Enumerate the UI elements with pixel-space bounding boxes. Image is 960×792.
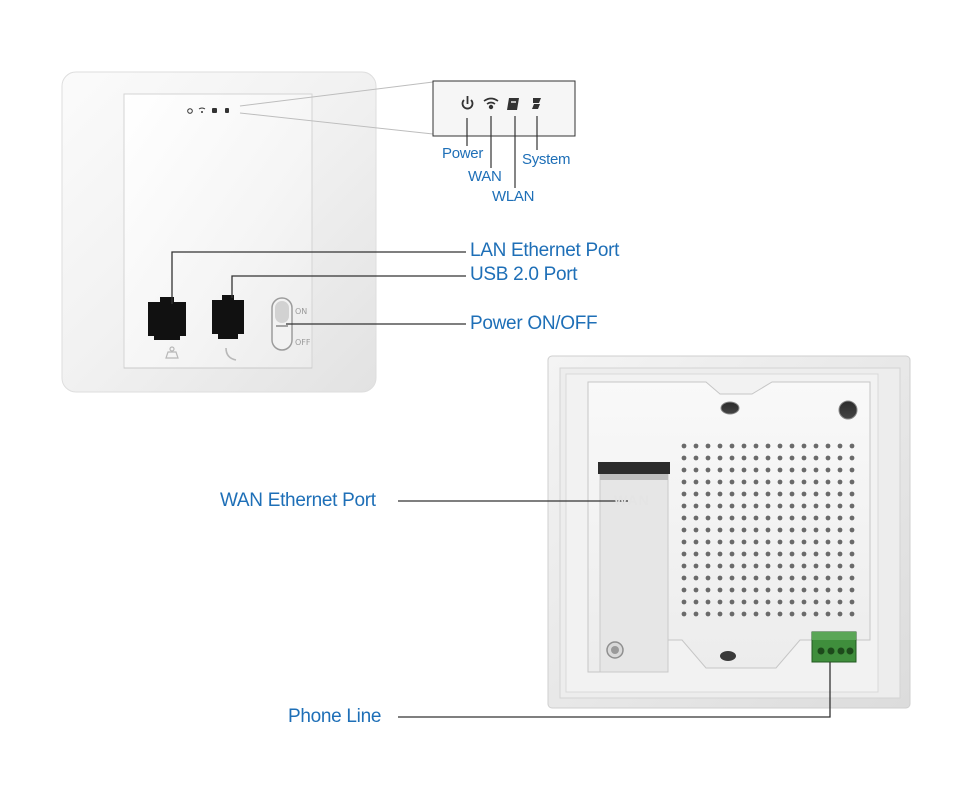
switch-on-mark: ON: [295, 307, 308, 316]
lan-ethernet-port-label: LAN Ethernet Port: [470, 240, 620, 261]
wifi-icon: [483, 97, 499, 110]
phone-terminal-block: [811, 631, 857, 663]
phone-line-label: Phone Line: [288, 706, 382, 727]
power-switch: [271, 297, 293, 351]
led-zoom-callout: [239, 80, 576, 188]
front-panel: [61, 71, 377, 393]
wan-ethernet-port-label: WAN Ethernet Port: [220, 490, 376, 511]
power-icon: [461, 96, 474, 110]
led-strip-small: [187, 107, 229, 114]
wlan-led-label: WLAN: [492, 188, 535, 205]
usb-port-label: USB 2.0 Port: [470, 264, 578, 285]
wan-embossed-text: WAN: [614, 492, 650, 508]
power-switch-label: Power ON/OFF: [470, 313, 598, 334]
ethernet-symbol-icon: [165, 346, 179, 359]
system-led-label: System: [522, 151, 571, 168]
usb-port: [212, 295, 244, 339]
lan-ethernet-port: [148, 297, 186, 340]
front-leader-lines: [171, 251, 466, 325]
wlan-icon: [507, 98, 519, 110]
power-led-label: Power: [442, 145, 484, 162]
wan-port-cavity: [598, 462, 670, 673]
wan-led-label: WAN: [468, 168, 502, 185]
switch-off-mark: OFF: [295, 338, 311, 347]
vent-grid: [680, 442, 860, 622]
phone-symbol-icon: [225, 347, 237, 361]
back-panel: [547, 355, 911, 709]
system-icon: [532, 98, 541, 109]
back-leader-lines: [398, 500, 831, 718]
